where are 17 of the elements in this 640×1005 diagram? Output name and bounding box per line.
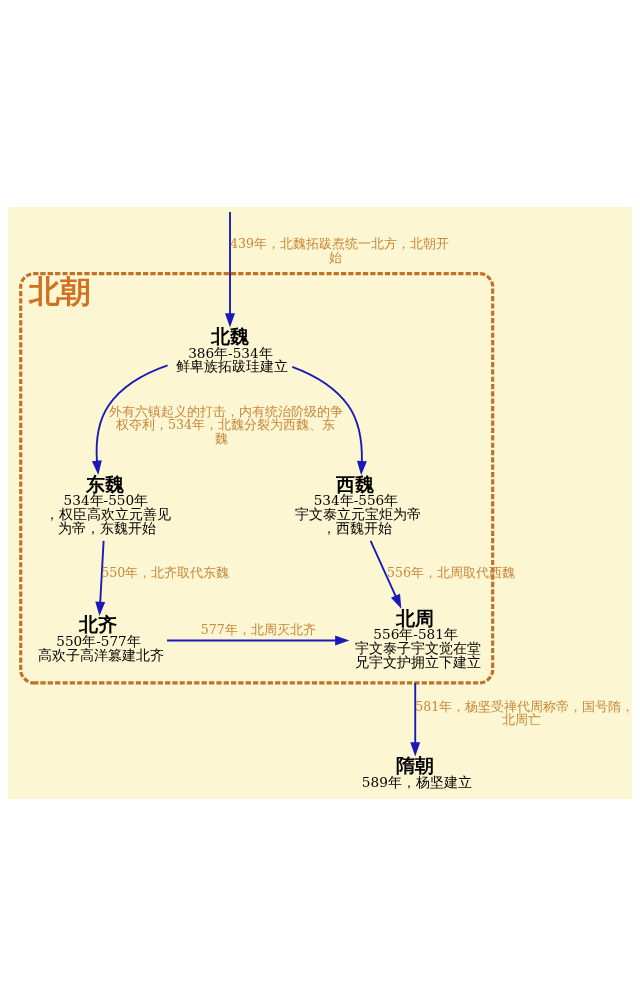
node-text: 北魏 386年-534年 鲜卑族拓跋珪建立 bbox=[176, 324, 289, 374]
edge-label: 581年，杨坚受禅代周称帝，国号隋，北周亡 bbox=[415, 698, 635, 727]
edge-label: 577年，北周灭北齐 bbox=[200, 621, 316, 637]
node-text: 西魏 534年-556年 宇文泰立元宝炬为帝，西魏开始 bbox=[295, 472, 422, 536]
edge-label: 556年，北周取代西魏 bbox=[386, 564, 515, 580]
arrow bbox=[166, 634, 350, 645]
edge-label: 外有六镇起义的打击，内有统治阶级的争权夺利，534年，北魏分裂为西魏、东魏 bbox=[108, 403, 343, 446]
arrow bbox=[95, 539, 106, 616]
arrow bbox=[291, 365, 367, 475]
node-text: 北周 556年-581年 宇文泰子宇文觉在堂兄宇文护拥立下建立 bbox=[355, 606, 482, 670]
arrow bbox=[369, 539, 402, 609]
node-text: 东魏 534年-550年，权臣高欢立元善见为帝，东魏开始 bbox=[45, 472, 172, 536]
arrow bbox=[410, 681, 421, 756]
node-text: 北齐 550年-577年 高欢子高洋篡建北齐 bbox=[37, 612, 164, 663]
arrow bbox=[91, 364, 169, 475]
node-text: 隋朝 589年，杨坚建立 bbox=[361, 753, 472, 790]
arrow bbox=[225, 210, 235, 328]
